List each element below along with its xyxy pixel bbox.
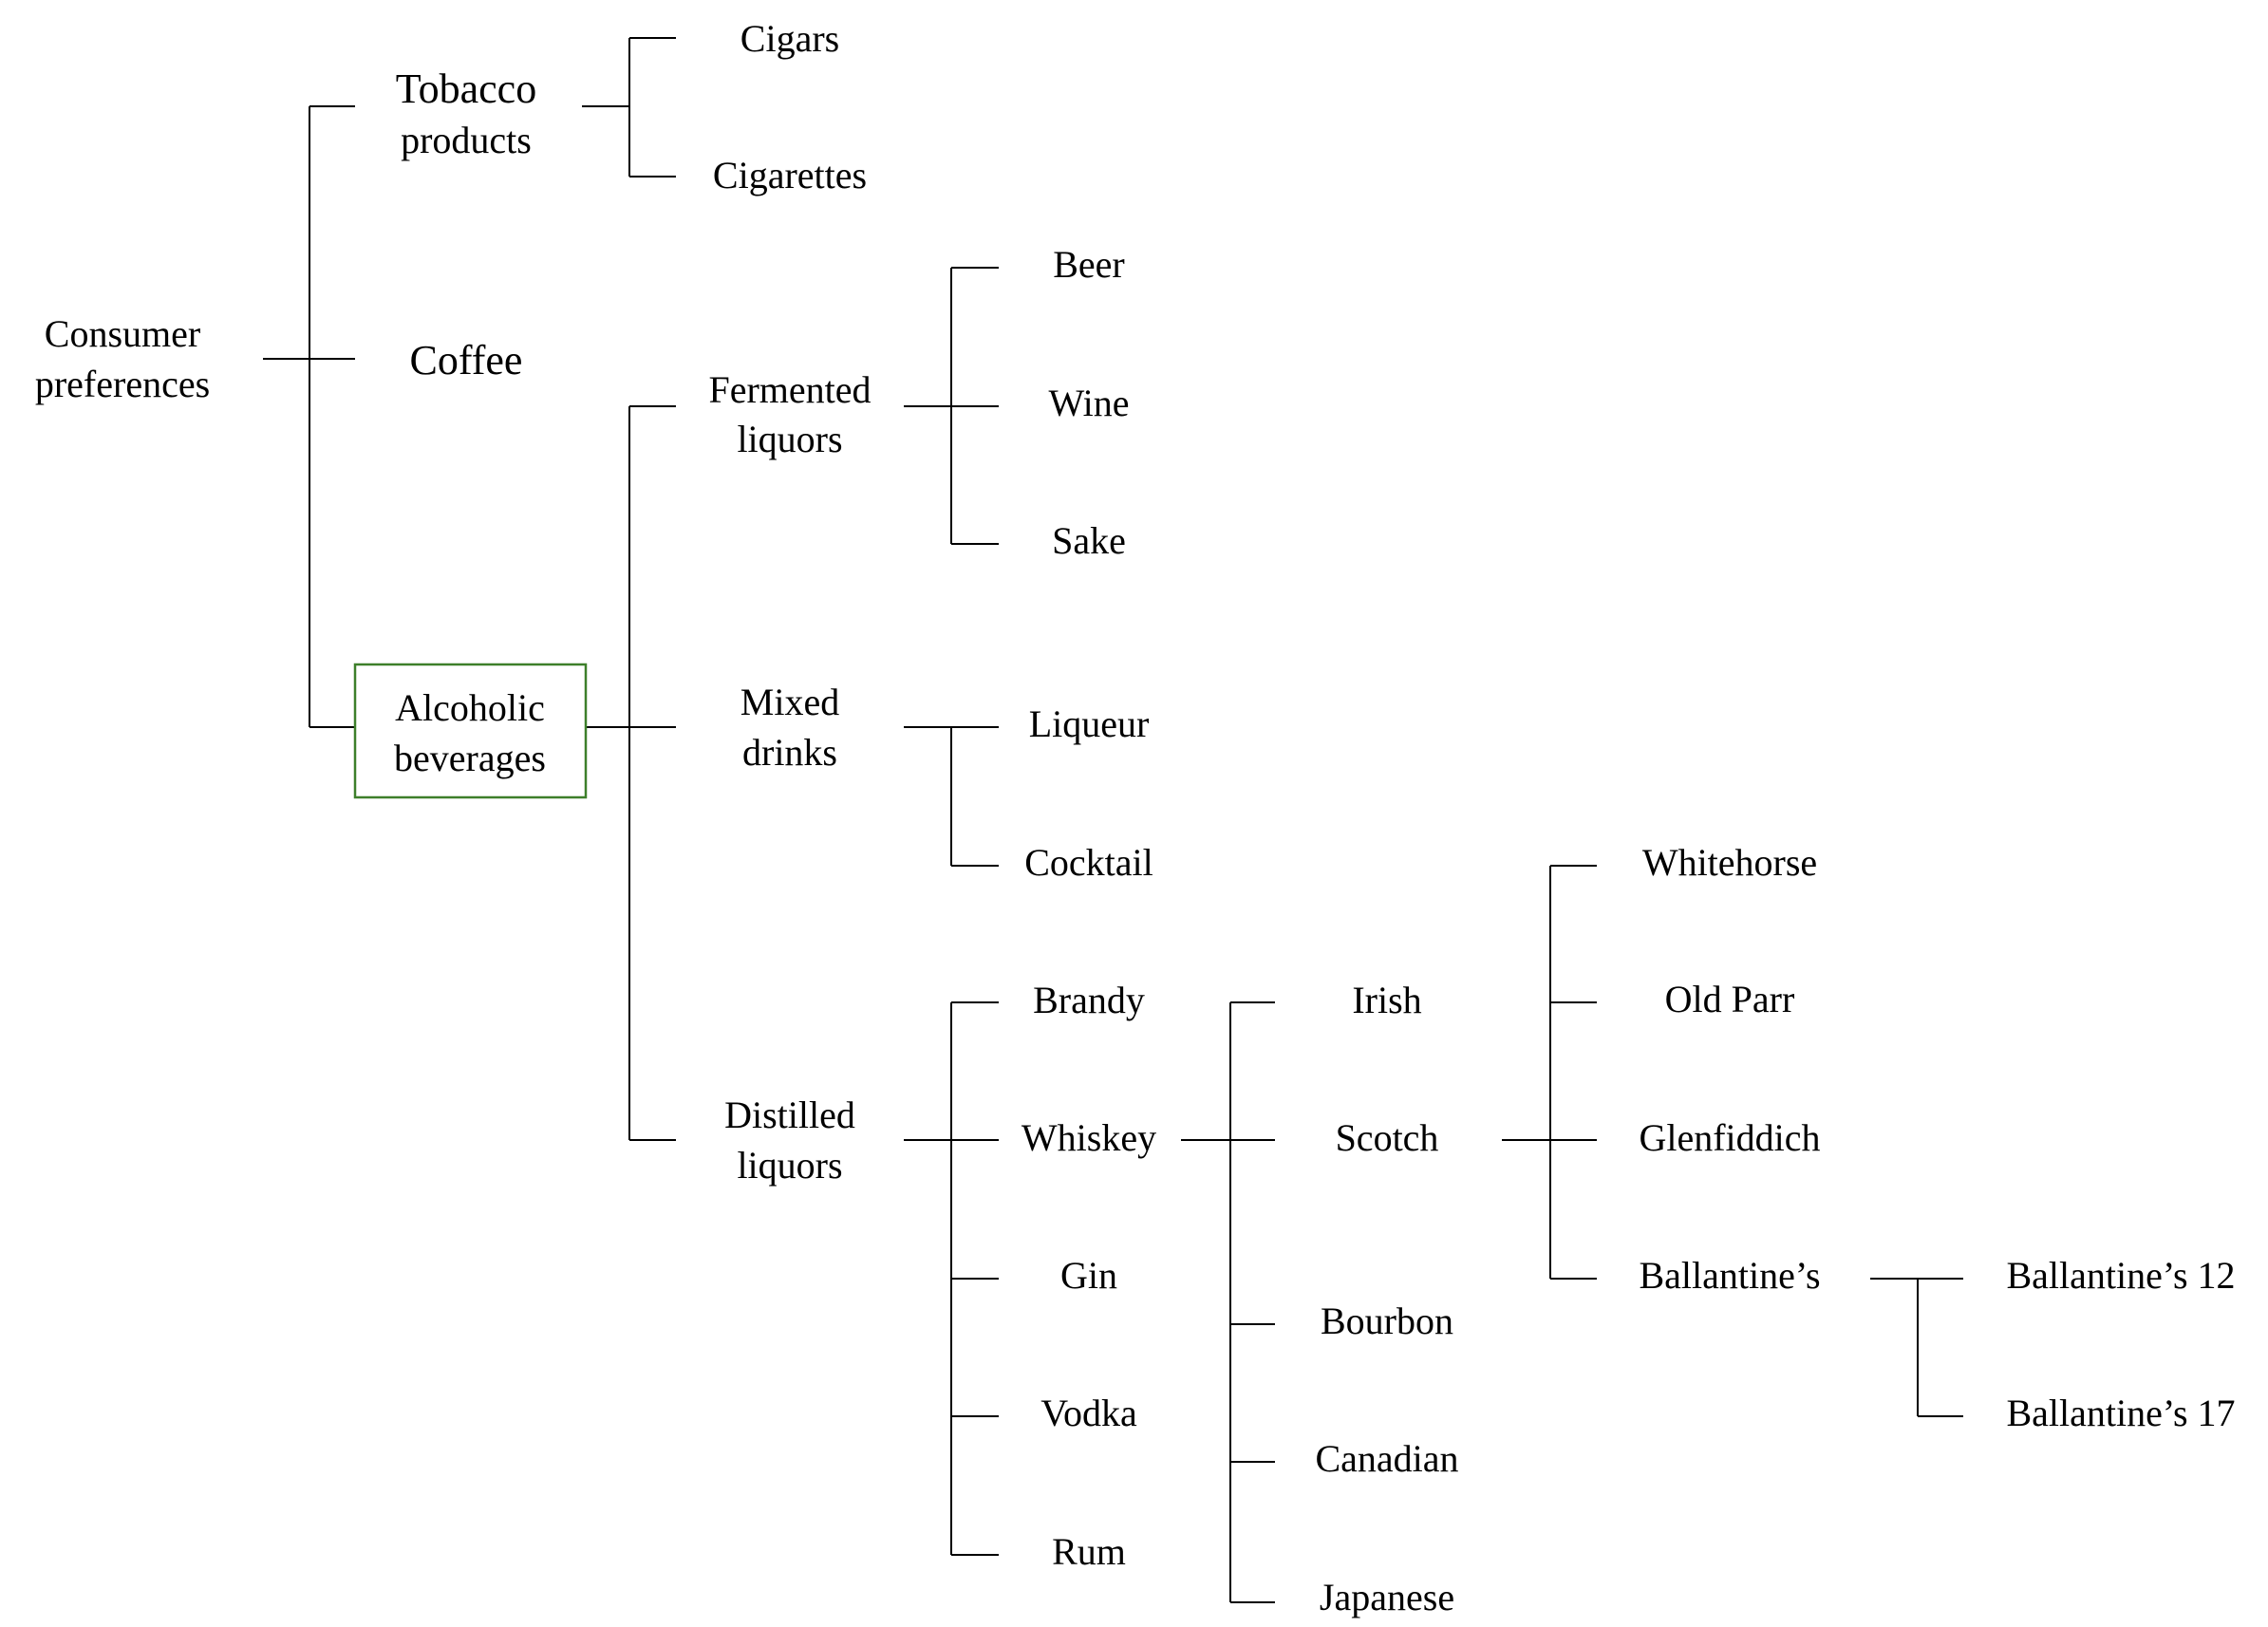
node-label-line: beverages <box>394 737 546 779</box>
node-label: Canadian <box>1315 1437 1458 1480</box>
node-canadian: Canadian <box>1315 1437 1458 1480</box>
node-alcoholic-beverages: Alcoholic beverages <box>353 663 588 799</box>
node-ballantines-12: Ballantine’s 12 <box>2006 1254 2235 1297</box>
node-gin: Gin <box>1060 1254 1117 1297</box>
node-label: Sake <box>1052 519 1126 562</box>
node-ballantines-17: Ballantine’s 17 <box>2006 1392 2235 1434</box>
node-label: Liqueur <box>1029 702 1150 745</box>
node-label-line: Tobacco <box>396 65 536 112</box>
node-label: Scotch <box>1336 1116 1439 1159</box>
node-label: Whiskey <box>1022 1116 1156 1159</box>
node-fermented-liquors: Fermented liquors <box>708 368 871 460</box>
node-label-line: Consumer <box>45 312 200 355</box>
node-coffee: Coffee <box>410 337 523 383</box>
node-label-line: preferences <box>35 363 210 405</box>
node-label: Whitehorse <box>1642 841 1817 884</box>
node-label-line: liquors <box>737 418 842 460</box>
node-whitehorse: Whitehorse <box>1642 841 1817 884</box>
node-wine: Wine <box>1048 382 1129 424</box>
node-beer: Beer <box>1053 243 1125 286</box>
node-brandy: Brandy <box>1033 979 1145 1021</box>
node-rum: Rum <box>1052 1530 1126 1573</box>
node-label: Glenfiddich <box>1639 1116 1820 1159</box>
node-irish: Irish <box>1352 979 1421 1021</box>
node-label: Cigars <box>740 17 839 60</box>
node-ballantines: Ballantine’s <box>1639 1254 1820 1297</box>
node-label: Ballantine’s <box>1639 1254 1820 1297</box>
node-label: Irish <box>1352 979 1421 1021</box>
node-label: Cigarettes <box>713 154 867 196</box>
node-tobacco-products: Tobacco products <box>396 65 536 161</box>
node-label: Cocktail <box>1024 841 1153 884</box>
node-whiskey: Whiskey <box>1022 1116 1156 1159</box>
node-japanese: Japanese <box>1320 1576 1454 1618</box>
node-label-line: Coffee <box>410 337 523 383</box>
node-bourbon: Bourbon <box>1321 1300 1453 1342</box>
node-label: Rum <box>1052 1530 1126 1573</box>
node-vodka: Vodka <box>1040 1392 1137 1434</box>
highlight-box <box>353 663 588 799</box>
node-label: Brandy <box>1033 979 1145 1021</box>
node-cigarettes: Cigarettes <box>713 154 867 196</box>
node-label-line: liquors <box>737 1144 842 1187</box>
node-label: Old Parr <box>1665 978 1795 1020</box>
node-label-line: Distilled <box>724 1094 855 1136</box>
node-label: Wine <box>1048 382 1129 424</box>
node-label: Vodka <box>1040 1392 1137 1434</box>
node-label: Bourbon <box>1321 1300 1453 1342</box>
node-old-parr: Old Parr <box>1665 978 1795 1020</box>
node-scotch: Scotch <box>1336 1116 1439 1159</box>
node-label-line: Alcoholic <box>395 686 545 729</box>
node-label-line: Mixed <box>740 681 839 723</box>
node-sake: Sake <box>1052 519 1126 562</box>
node-glenfiddich: Glenfiddich <box>1639 1116 1820 1159</box>
node-cocktail: Cocktail <box>1024 841 1153 884</box>
node-liqueur: Liqueur <box>1029 702 1150 745</box>
node-consumer-preferences: Consumer preferences <box>35 312 210 405</box>
node-label: Beer <box>1053 243 1125 286</box>
node-label: Japanese <box>1320 1576 1454 1618</box>
node-cigars: Cigars <box>740 17 839 60</box>
node-label: Ballantine’s 17 <box>2006 1392 2235 1434</box>
node-distilled-liquors: Distilled liquors <box>724 1094 855 1187</box>
connector-lines <box>263 37 1963 1603</box>
node-label: Gin <box>1060 1254 1117 1297</box>
node-label-line: products <box>401 119 532 161</box>
node-mixed-drinks: Mixed drinks <box>740 681 839 774</box>
node-label-line: Fermented <box>708 368 871 411</box>
node-label-line: drinks <box>742 731 837 774</box>
node-label: Ballantine’s 12 <box>2006 1254 2235 1297</box>
